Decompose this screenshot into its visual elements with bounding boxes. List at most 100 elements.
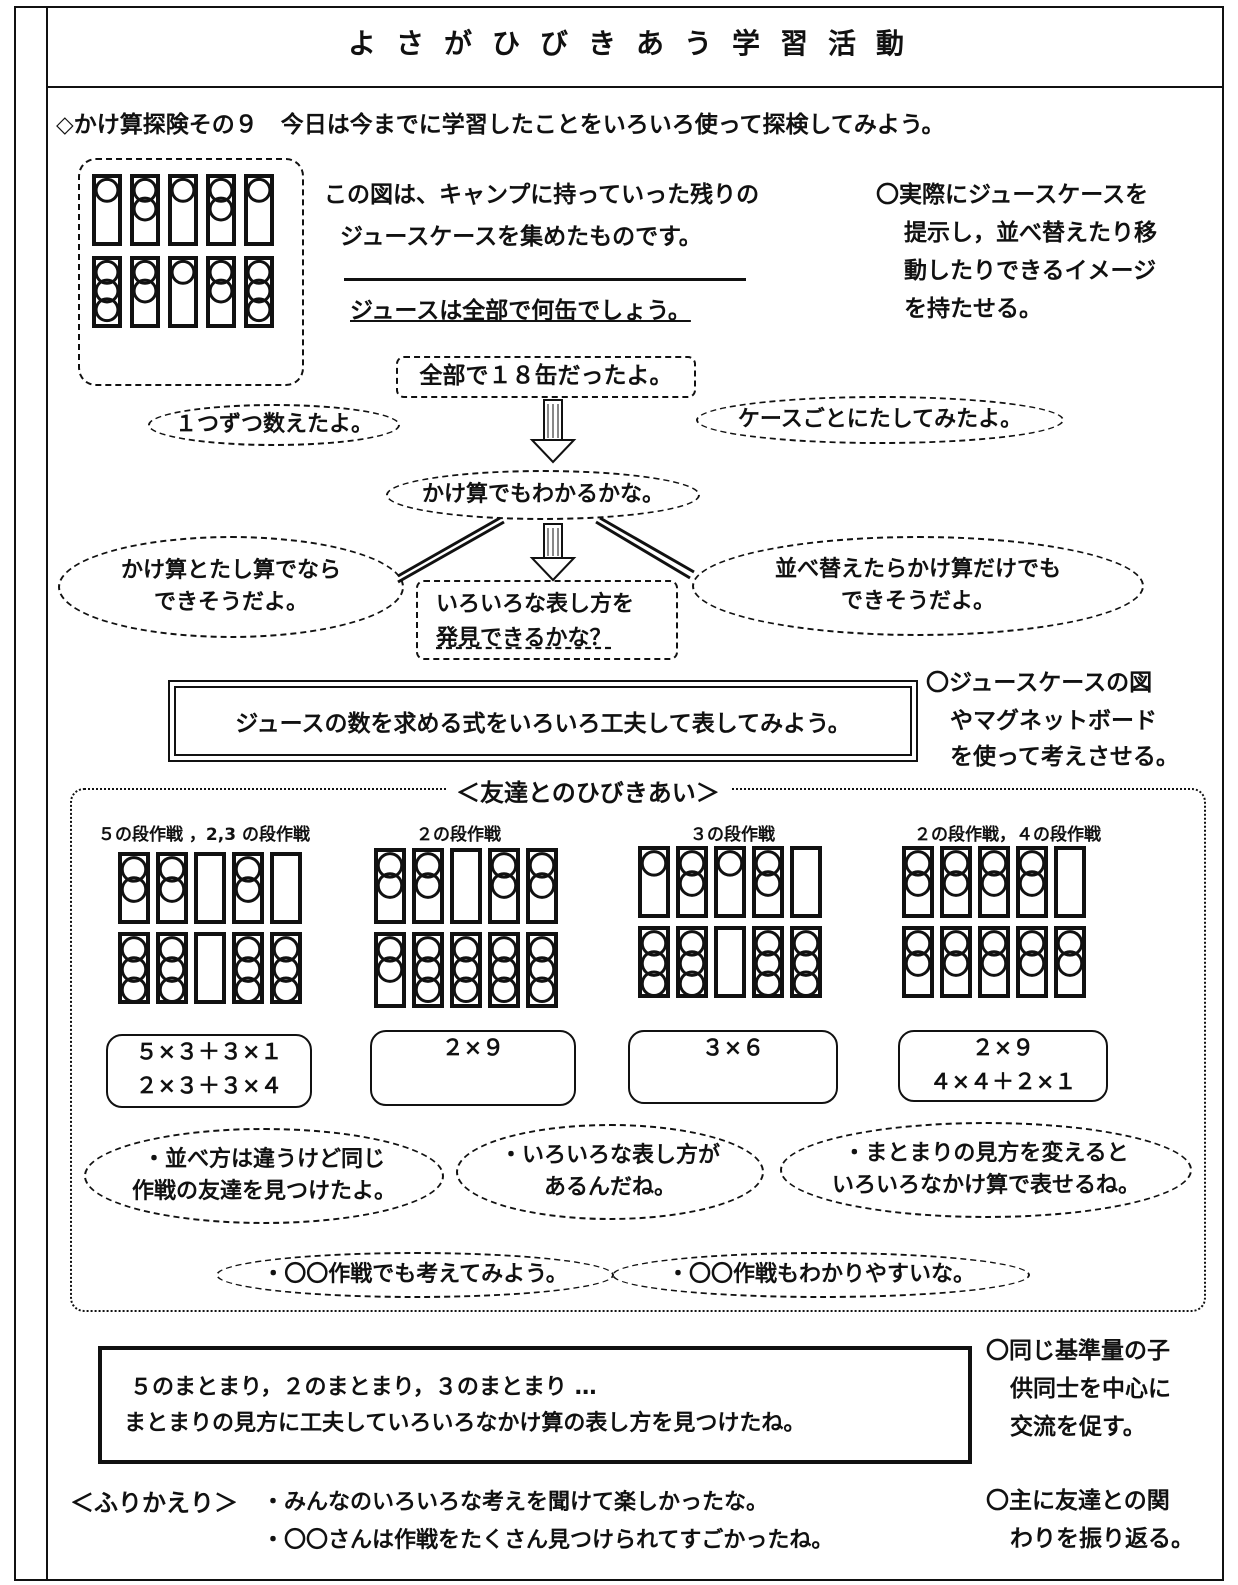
juice-case xyxy=(790,926,822,998)
juice-case xyxy=(374,848,406,924)
juice-case xyxy=(714,926,746,998)
juice-can xyxy=(754,950,782,977)
strategy-figure-4 xyxy=(902,846,1086,998)
juice-case xyxy=(270,852,302,924)
comment-2-line2: あるんだね。 xyxy=(543,1175,676,1200)
margin-line xyxy=(46,6,48,1581)
formula-4a: ２×９ xyxy=(971,1036,1035,1061)
strategy-figure-1 xyxy=(118,852,302,1004)
section-title: ＜友達とのひびきあい＞ xyxy=(446,776,730,810)
juice-can xyxy=(1018,870,1046,897)
formula-box-2: ２×９ xyxy=(370,1030,576,1106)
comment-3-line1: ・まとまりの見方を変えると xyxy=(843,1141,1129,1166)
juice-can xyxy=(792,970,820,997)
juice-can xyxy=(528,936,556,963)
juice-can xyxy=(792,930,820,957)
formula-1a: ５×３＋３×１ xyxy=(135,1040,283,1065)
juice-can xyxy=(942,870,970,897)
problem-line2: ジュースケースを集めたものです。 xyxy=(340,224,702,250)
note3-line2: 供同士を中心に xyxy=(1010,1376,1171,1402)
juice-can xyxy=(1018,930,1046,957)
juice-can xyxy=(208,196,234,222)
note1-line1: 〇実際にジュースケースを xyxy=(876,182,1149,208)
juice-can xyxy=(1018,850,1046,877)
formula-box-3: ３×６ xyxy=(628,1030,838,1104)
strategy-label-4: ２の段作戦，４の段作戦 xyxy=(914,825,1101,845)
juice-can xyxy=(120,876,148,903)
juice-can xyxy=(132,278,158,304)
task-box-outer: ジュースの数を求める式をいろいろ工夫して表してみよう。 xyxy=(168,680,918,762)
reflection-label: ＜ふりかえり＞ xyxy=(70,1489,238,1517)
juice-can xyxy=(234,856,262,883)
juice-can xyxy=(904,850,932,877)
formula-3a: ３×６ xyxy=(701,1036,765,1061)
juice-can xyxy=(94,278,120,304)
juice-can xyxy=(414,976,442,1003)
comment-4: ・〇〇作戦でも考えてみよう。 xyxy=(216,1252,614,1298)
juice-can xyxy=(246,259,272,285)
juice-can xyxy=(640,850,668,877)
juice-can xyxy=(94,177,120,203)
comment-2: ・いろいろな表し方が あるんだね。 xyxy=(456,1124,764,1220)
juice-case xyxy=(638,846,670,918)
summary-box: ５のまとまり，２のまとまり，３のまとまり … まとまりの見方に工夫していろいろな… xyxy=(98,1346,972,1464)
juice-can xyxy=(490,852,518,879)
juice-can xyxy=(678,870,706,897)
problem-question: ジュースは全部で何缶でしょう。 xyxy=(350,298,691,324)
juice-case xyxy=(526,932,558,1008)
comment-5: ・〇〇作戦もわかりやすいな。 xyxy=(612,1252,1030,1298)
juice-can xyxy=(414,872,442,899)
note2-line1: 〇ジュースケースの図 xyxy=(926,670,1153,696)
page-frame xyxy=(14,6,1224,1581)
formula-box-1: ５×３＋３×１ ２×３＋３×４ xyxy=(106,1034,312,1108)
juice-can xyxy=(208,278,234,304)
juice-can xyxy=(1056,930,1084,957)
juice-can xyxy=(640,950,668,977)
juice-case xyxy=(450,848,482,924)
juice-can xyxy=(754,870,782,897)
strategy-label-3: ３の段作戦 xyxy=(690,825,775,845)
juice-can xyxy=(942,930,970,957)
page-title: よさがひびきあう学習活動 xyxy=(347,27,924,60)
juice-case xyxy=(488,848,520,924)
juice-can xyxy=(678,850,706,877)
strategy-label-2: ２の段作戦 xyxy=(416,825,501,845)
summary-line1: ５のまとまり，２のまとまり，３のまとまり … xyxy=(130,1375,597,1400)
intro-text: ◇かけ算探険その９ 今日は今までに学習したことをいろいろ使って探検してみよう。 xyxy=(56,112,945,138)
juice-can xyxy=(528,872,556,899)
down-arrow-icon xyxy=(529,399,577,464)
juice-can xyxy=(120,856,148,883)
juice-case xyxy=(194,932,226,1004)
juice-can xyxy=(272,936,300,963)
juice-case xyxy=(194,852,226,924)
juice-case xyxy=(130,256,160,328)
juice-case xyxy=(752,846,784,918)
juice-can xyxy=(234,956,262,983)
bubble-count: １つずつ数えたよ。 xyxy=(148,404,400,446)
juice-can xyxy=(208,259,234,285)
strategy-figure-3 xyxy=(638,846,822,998)
juice-case xyxy=(156,932,188,1004)
juice-case xyxy=(940,926,972,998)
juice-can xyxy=(980,870,1008,897)
juice-can xyxy=(158,976,186,1003)
formula-4b: ４×４＋２×１ xyxy=(929,1070,1077,1095)
discover-box: いろいろな表し方を 発見できるかな？ xyxy=(416,580,678,660)
juice-can xyxy=(414,852,442,879)
down-arrow-icon xyxy=(529,523,577,582)
bubble-left: かけ算とたし算でなら できそうだよ。 xyxy=(58,536,404,638)
juice-can xyxy=(716,850,744,877)
title-divider xyxy=(46,86,1224,88)
juice-case xyxy=(526,848,558,924)
note3-line3: 交流を促す。 xyxy=(1010,1414,1146,1440)
reflection-line2: ・〇〇さんは作戦をたくさん見つけられてすごかったね。 xyxy=(262,1528,834,1553)
bubble-left-line2: できそうだよ。 xyxy=(153,590,308,615)
strategy-label-1: ５の段作戦 ，2,3 の段作戦 xyxy=(98,825,310,845)
juice-can xyxy=(158,876,186,903)
juice-can xyxy=(170,259,196,285)
juice-can xyxy=(490,956,518,983)
bubble-left-line1: かけ算とたし算でなら xyxy=(120,558,341,583)
juice-can xyxy=(120,976,148,1003)
juice-can xyxy=(452,956,480,983)
juice-can xyxy=(904,950,932,977)
